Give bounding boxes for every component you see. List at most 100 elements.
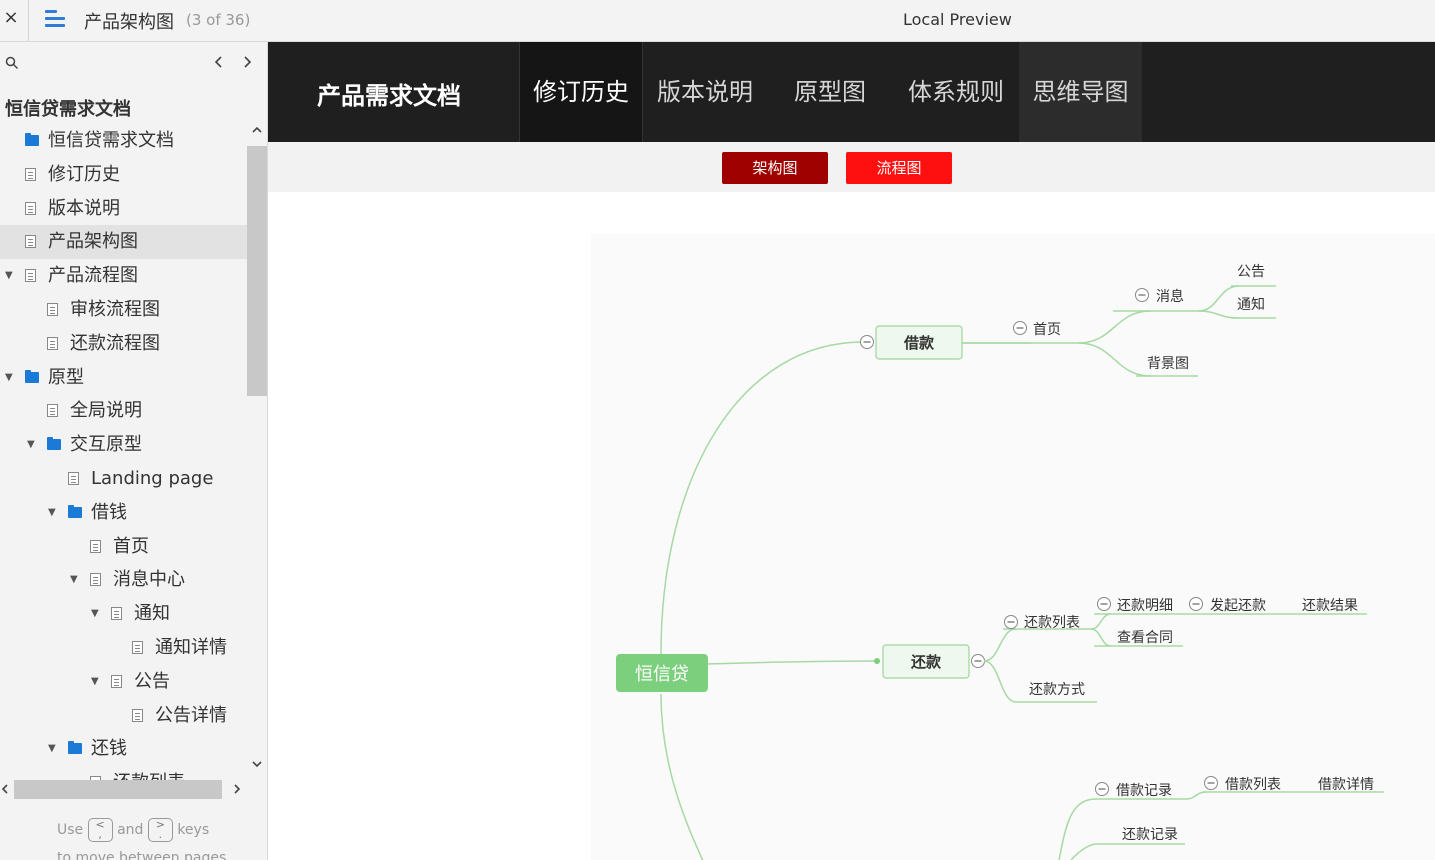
connector-line	[1090, 613, 1112, 630]
document-icon	[90, 539, 101, 553]
tree-item-label: 公告	[134, 670, 170, 692]
node-label: 还款结果	[1302, 598, 1358, 614]
page-title: 产品架构图	[84, 12, 174, 33]
tree-item[interactable]: ▼交互原型	[0, 428, 247, 462]
root-node-label: 恒信贷	[635, 664, 689, 685]
tree-item[interactable]: ▼ 公告	[0, 665, 247, 699]
mind-map-canvas: 恒信贷借款首页消息公告通知背景图还款还款列表还款明细发起还款还款结果查看合同还款…	[616, 264, 1384, 860]
connector-line	[1090, 628, 1112, 647]
flowchart-button[interactable]: 流程图	[846, 152, 952, 184]
tree-item-label: 修订历史	[48, 163, 120, 185]
node-label: 还款记录	[1122, 827, 1178, 843]
doc-header: 产品需求文档 修订历史 版本说明 原型图 体系规则 思维导图	[268, 42, 1435, 142]
node-label: 首页	[1033, 322, 1061, 338]
branch-node-label: 借款	[903, 334, 935, 352]
preview-label: Local Preview	[903, 10, 1012, 29]
tree-item[interactable]: ▼ 借钱	[0, 496, 247, 530]
connector-line	[1197, 310, 1240, 319]
expand-arrow-icon[interactable]: ▼	[70, 574, 78, 586]
horizontal-scroll-thumb[interactable]	[14, 780, 222, 799]
next-page-button[interactable]	[242, 52, 258, 74]
folder-icon	[25, 369, 39, 383]
tree-item-label: 审核流程图	[70, 298, 160, 320]
connector-line	[1077, 310, 1152, 344]
expand-arrow-icon[interactable]: ▼	[91, 675, 99, 687]
tree-item[interactable]: 修订历史	[0, 158, 247, 192]
sub-navigation: 架构图 流程图	[268, 142, 1435, 192]
tree-item[interactable]: ▼原型	[0, 361, 247, 395]
expand-arrow-icon[interactable]: ▼	[48, 743, 56, 755]
document-icon	[47, 404, 58, 418]
document-icon	[132, 708, 143, 722]
tree-item[interactable]: 公告详情	[0, 699, 247, 733]
tab-revision-history[interactable]: 修订历史	[519, 42, 643, 142]
node-label: 还款方式	[1029, 682, 1085, 698]
node-label: 查看合同	[1117, 630, 1173, 646]
tree-item[interactable]: 还款流程图	[0, 327, 247, 361]
tree-item[interactable]: ▼产品流程图	[0, 259, 247, 293]
expand-arrow-icon[interactable]: ▼	[91, 608, 99, 620]
architecture-button[interactable]: 架构图	[722, 152, 828, 184]
menu-icon[interactable]	[45, 10, 67, 30]
tree-item[interactable]: 首页	[0, 530, 247, 564]
node-label: 还款明细	[1117, 598, 1173, 614]
expand-arrow-icon[interactable]: ▼	[5, 270, 13, 282]
root-node	[616, 654, 708, 692]
scroll-left-icon[interactable]	[0, 780, 10, 802]
scroll-right-icon[interactable]	[232, 780, 242, 802]
hint-line2: to move between pages	[57, 850, 227, 860]
node-label: 通知	[1237, 296, 1265, 313]
tree-item-label: 恒信贷需求文档	[48, 130, 174, 151]
tree-item-label: 产品架构图	[48, 231, 138, 253]
tree-item[interactable]: ▼消息中心	[0, 563, 247, 597]
tree-item-label: 版本说明	[48, 197, 120, 219]
hint-and: and	[117, 822, 144, 838]
close-button[interactable]: ×	[3, 7, 19, 28]
tab-system-rules[interactable]: 体系规则	[908, 78, 1004, 106]
expand-arrow-icon[interactable]: ▼	[5, 371, 13, 383]
scroll-up-icon[interactable]	[250, 124, 264, 140]
search-icon[interactable]	[5, 56, 19, 70]
connector-line	[983, 628, 1017, 662]
node-label: 发起还款	[1210, 598, 1266, 614]
tree-item[interactable]: Landing page	[0, 462, 247, 496]
prev-key-icon: <,	[87, 818, 113, 842]
tree-item[interactable]: 全局说明	[0, 394, 247, 428]
tab-version-notes[interactable]: 版本说明	[657, 78, 753, 106]
tree-item[interactable]: ▼还钱	[0, 732, 247, 766]
previous-page-button[interactable]	[212, 52, 228, 74]
connector-line	[1070, 843, 1097, 860]
expand-arrow-icon[interactable]: ▼	[48, 506, 56, 518]
doc-title[interactable]: 产品需求文档	[317, 82, 461, 110]
folder-icon	[68, 741, 82, 755]
mind-map[interactable]: 恒信贷借款首页消息公告通知背景图还款还款列表还款明细发起还款还款结果查看合同还款…	[591, 234, 1435, 860]
connector-line	[660, 341, 864, 655]
tree-item[interactable]: 通知详情	[0, 631, 247, 665]
tree-item-label: 借钱	[91, 501, 127, 523]
expand-arrow-icon[interactable]: ▼	[27, 439, 35, 451]
connector-line	[705, 660, 879, 665]
tree-item-label: Landing page	[91, 467, 214, 489]
tree-item[interactable]: 恒信贷需求文档	[0, 124, 247, 158]
document-icon	[90, 573, 101, 587]
folder-icon	[25, 133, 39, 146]
folder-icon	[68, 504, 82, 518]
vertical-scroll-thumb[interactable]	[247, 146, 267, 396]
document-icon	[68, 471, 79, 485]
tree-item[interactable]: 产品架构图	[0, 225, 247, 260]
tab-prototype[interactable]: 原型图	[794, 78, 866, 106]
tab-mind-map[interactable]: 思维导图	[1019, 42, 1142, 142]
branch-node-label: 还款	[910, 653, 942, 671]
node-label: 背景图	[1147, 356, 1189, 372]
connector-dot	[874, 658, 880, 664]
scroll-down-icon[interactable]	[250, 758, 264, 774]
hint-use: Use	[57, 822, 84, 838]
connector-line	[660, 693, 704, 860]
tree-item-label: 首页	[113, 535, 149, 557]
tree-item-label: 还款流程图	[70, 332, 160, 354]
node-label: 消息	[1156, 288, 1184, 305]
document-icon	[25, 201, 36, 215]
tree-item[interactable]: 审核流程图	[0, 293, 247, 327]
tree-item[interactable]: ▼通知	[0, 597, 247, 631]
tree-item[interactable]: 版本说明	[0, 192, 247, 226]
